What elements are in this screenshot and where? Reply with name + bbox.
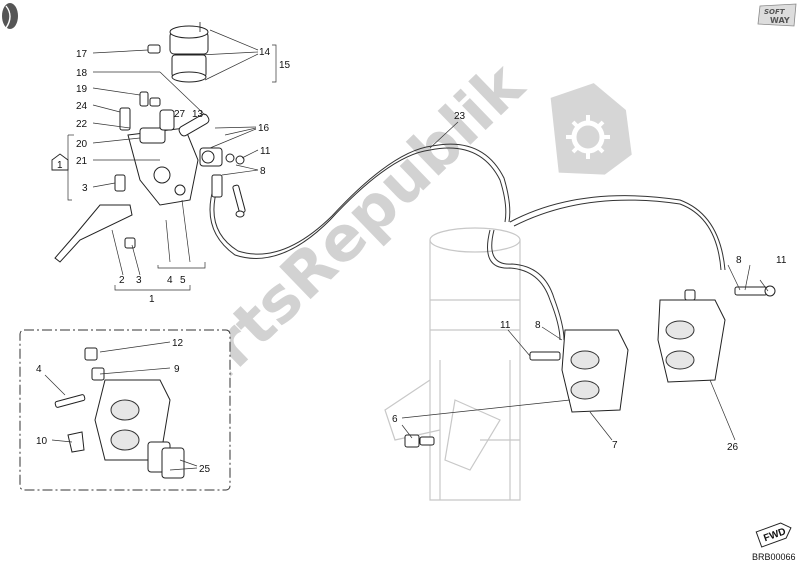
caliper-detail-inset (19, 329, 231, 491)
logo-line1: SOFT (764, 8, 786, 16)
label-3b: 3 (136, 275, 142, 286)
fork-tube (384, 227, 521, 501)
label-4b: 4 (167, 275, 173, 286)
label-22: 22 (76, 119, 88, 130)
label-13: 13 (192, 109, 204, 120)
leader-lines (44, 29, 769, 471)
label-11a: 11 (260, 146, 271, 157)
label-27: 27 (174, 109, 186, 120)
label-2: 2 (119, 275, 125, 286)
brake-lever (54, 204, 136, 263)
label-7: 7 (612, 440, 618, 451)
gear-icon (550, 83, 632, 175)
label-11c: 11 (776, 255, 787, 266)
brake-hoses (209, 143, 726, 341)
label-1: 1 (149, 294, 155, 305)
label-23: 23 (454, 111, 466, 122)
label-19: 19 (76, 84, 88, 95)
label-18: 18 (76, 68, 88, 79)
label-16: 16 (258, 123, 270, 134)
part-labels: 17 18 19 24 22 20 21 3 14 15 13 27 16 11… (36, 47, 787, 475)
label-11b: 11 (500, 320, 511, 331)
label-17: 17 (76, 49, 88, 60)
softway-logo: SOFT WAY (757, 3, 797, 27)
label-25: 25 (199, 464, 211, 475)
label-9: 9 (174, 364, 180, 375)
master-cylinder (114, 22, 246, 218)
label-14: 14 (259, 47, 271, 58)
label-26: 26 (727, 442, 739, 453)
callout-1: 1 (57, 160, 63, 171)
label-15: 15 (279, 60, 291, 71)
label-3a: 3 (82, 183, 88, 194)
corner-mark (2, 3, 18, 29)
label-8b: 8 (535, 320, 541, 331)
label-10: 10 (36, 436, 48, 447)
label-8a: 8 (260, 166, 266, 177)
label-12: 12 (172, 338, 184, 349)
label-8c: 8 (736, 255, 742, 266)
label-20: 20 (76, 139, 88, 150)
logo-line2: WAY (770, 16, 790, 25)
label-4: 4 (36, 364, 42, 375)
fwd-arrow: FWD (755, 522, 792, 548)
label-5: 5 (180, 275, 186, 286)
callout-badge: 1 (51, 153, 69, 171)
diagram-code: BRB00066 (752, 552, 796, 562)
label-6: 6 (392, 414, 398, 425)
label-24: 24 (76, 101, 88, 112)
front-calipers (404, 285, 776, 448)
label-21: 21 (76, 156, 88, 167)
